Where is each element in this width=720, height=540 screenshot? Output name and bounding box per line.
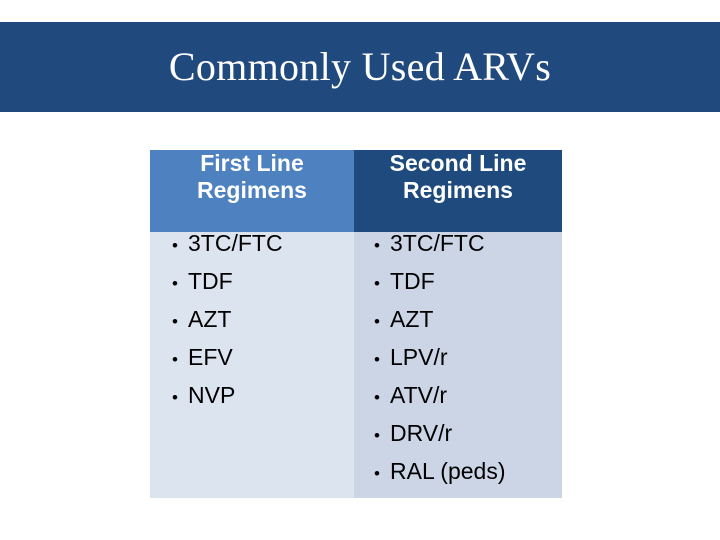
column-header-first-line: First Line Regimens [150, 150, 354, 232]
cell-first-line-regimens: • 3TC/FTC • TDF • AZT • EFV [150, 232, 354, 498]
regimen-label: AZT [390, 306, 434, 332]
regimen-label: ATV/r [390, 382, 448, 408]
regimen-label: DRV/r [390, 420, 453, 446]
table-header-row: First Line Regimens Second Line Regimens [150, 150, 562, 232]
first-line-regimen-list: • 3TC/FTC • TDF • AZT • EFV [150, 232, 354, 422]
cell-second-line-regimens: • 3TC/FTC • TDF • AZT • LPV/r [354, 232, 562, 498]
regimen-label: AZT [188, 306, 232, 332]
list-item: • TDF [150, 270, 354, 308]
bullet-icon: • [374, 426, 380, 445]
bullet-icon: • [172, 274, 178, 293]
bullet-icon: • [374, 464, 380, 483]
list-item: • DRV/r [354, 422, 562, 460]
regimen-label: TDF [188, 268, 233, 294]
column-header-second-line-line1: Second Line [389, 150, 527, 176]
bullet-icon: • [374, 388, 380, 407]
regimen-label: LPV/r [390, 344, 448, 370]
table-row: • 3TC/FTC • TDF • AZT • EFV [150, 232, 562, 498]
bullet-icon: • [374, 350, 380, 369]
list-item: • RAL (peds) [354, 460, 562, 498]
regimen-label: 3TC/FTC [188, 230, 283, 256]
bullet-icon: • [374, 274, 380, 293]
bullet-icon: • [172, 350, 178, 369]
column-header-second-line: Second Line Regimens [354, 150, 562, 232]
list-item: • AZT [150, 308, 354, 346]
list-item: • NVP [150, 384, 354, 422]
list-item: • ATV/r [354, 384, 562, 422]
list-item: • EFV [150, 346, 354, 384]
second-line-regimen-list: • 3TC/FTC • TDF • AZT • LPV/r [354, 232, 562, 498]
list-item: • LPV/r [354, 346, 562, 384]
column-header-second-line-line2: Regimens [403, 176, 513, 203]
bullet-icon: • [374, 236, 380, 255]
bullet-icon: • [172, 236, 178, 255]
bullet-icon: • [374, 312, 380, 331]
table-body: • 3TC/FTC • TDF • AZT • EFV [150, 232, 562, 498]
regimen-label: EFV [188, 344, 233, 370]
regimen-label: TDF [390, 268, 435, 294]
column-header-first-line-line2: Regimens [197, 176, 307, 203]
bullet-icon: • [172, 388, 178, 407]
regimen-label: 3TC/FTC [390, 230, 485, 256]
arv-regimens-table: First Line Regimens Second Line Regimens… [150, 150, 562, 498]
page-title: Commonly Used ARVs [168, 44, 552, 89]
list-item: • 3TC/FTC [150, 232, 354, 270]
list-item: • 3TC/FTC [354, 232, 562, 270]
column-header-first-line-line1: First Line [200, 150, 304, 176]
regimen-label: NVP [188, 382, 236, 408]
regimen-label: RAL (peds) [390, 458, 506, 484]
title-banner: Commonly Used ARVs [0, 22, 720, 112]
bullet-icon: • [172, 312, 178, 331]
list-item: • AZT [354, 308, 562, 346]
list-item: • TDF [354, 270, 562, 308]
